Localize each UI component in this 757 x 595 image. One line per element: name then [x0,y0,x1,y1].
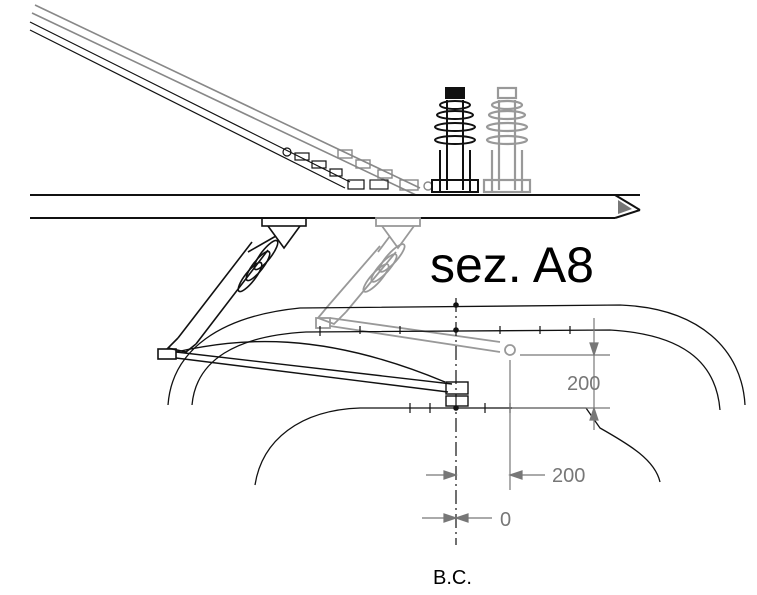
lower-insulator-proposed [315,243,406,329]
center-dimension [422,513,492,523]
insulator-proposed [482,86,532,194]
vertical-dimension [512,318,610,430]
bracket-proposed [375,217,421,253]
horizontal-dimension-label: 200 [552,465,585,487]
vertical-dimension-label: 200 [567,373,600,395]
section-title: sez. A8 [430,237,594,293]
gauge-outline-inner [254,407,661,486]
lower-insulator-existing [157,239,279,360]
registration-arm-existing [175,340,469,407]
track-centre-line [453,298,459,545]
center-label: B.C. [433,567,472,589]
tube-fittings [282,147,389,190]
horizontal-dimension [426,360,545,490]
tube-fittings-proposed [337,149,433,191]
center-dimension-label: 0 [500,509,511,531]
insulator-existing [431,87,479,193]
contact-line-ticks [319,326,571,336]
bracket-existing [247,217,307,253]
registration-arm-proposed [329,317,516,356]
upper-support-tube [29,4,433,196]
horizontal-beam [30,194,641,219]
